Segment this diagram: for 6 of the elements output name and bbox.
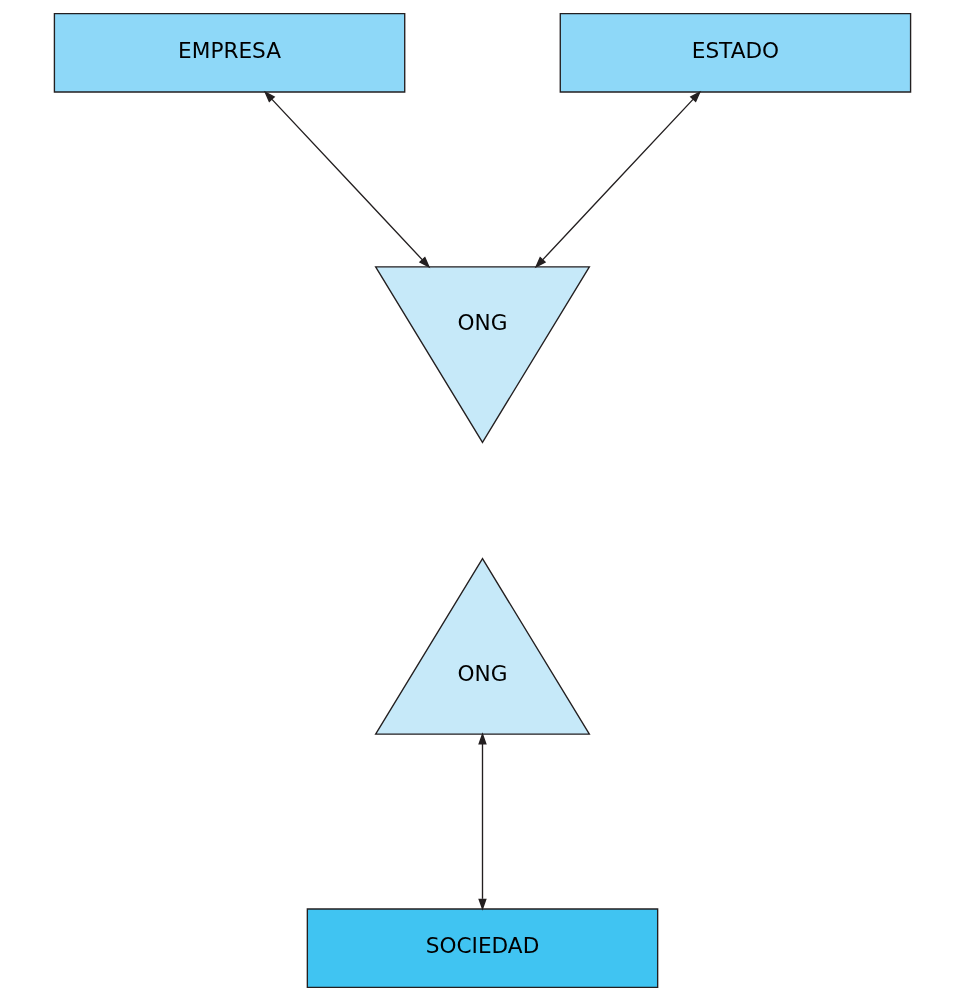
arrow xyxy=(478,732,487,911)
node-box: EMPRESA xyxy=(53,12,406,93)
node-box: SOCIEDAD xyxy=(306,908,659,989)
arrow xyxy=(534,90,702,269)
node-box: ESTADO xyxy=(559,12,912,93)
arrow xyxy=(263,90,431,269)
